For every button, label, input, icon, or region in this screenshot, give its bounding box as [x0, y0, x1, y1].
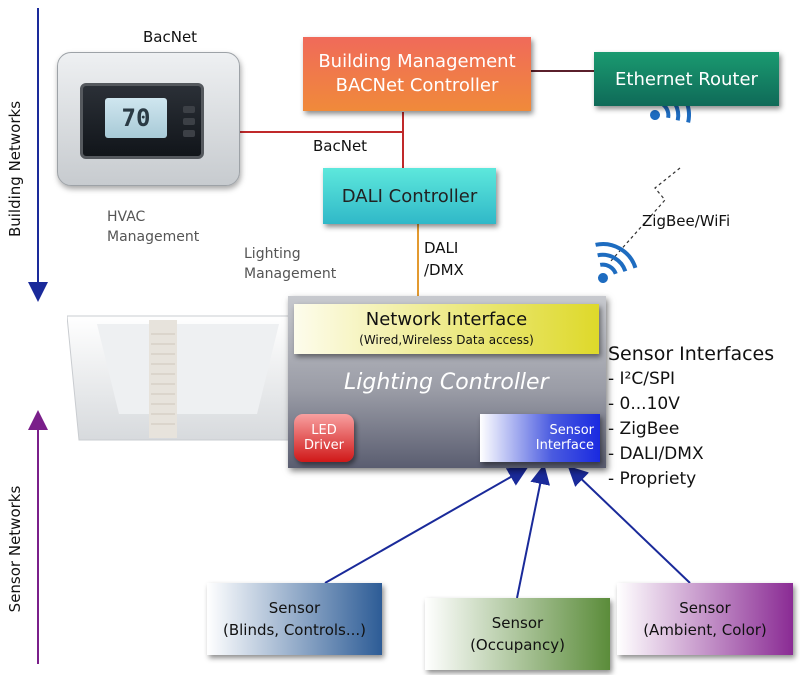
- lighting-management-label: Lighting Management: [244, 246, 337, 282]
- bacnet-top-label: BacNet: [143, 28, 198, 46]
- lighting-controller-title: Lighting Controller: [344, 370, 549, 395]
- sensor-interfaces-list: Sensor Interfaces - I²C/SPI - 0...10V - …: [608, 341, 774, 492]
- sensor-arrow-1: [324, 467, 529, 584]
- sensor-interface-box: Sensor Interface: [480, 414, 600, 462]
- interface-item: - DALI/DMX: [608, 444, 704, 464]
- hvac-management-label: HVAC Management: [107, 209, 200, 245]
- interface-item: - Propriety: [608, 469, 697, 489]
- sensor-arrow-2: [516, 464, 551, 599]
- lighting-controller-box: Network Interface (Wired,Wireless Data a…: [288, 296, 606, 468]
- sensor-blinds-box: Sensor (Blinds, Controls...): [207, 583, 382, 655]
- interface-item: - 0...10V: [608, 394, 680, 414]
- thermostat-image: 70: [57, 52, 240, 186]
- light-fixture-image: [67, 315, 309, 441]
- sensor-arrow-3: [567, 465, 691, 584]
- dali-controller-box: DALI Controller: [323, 168, 496, 224]
- dali-dmx-label: DALI /DMX: [424, 239, 464, 279]
- bms-controller-box: Building Management BACNet Controller: [303, 37, 531, 111]
- led-driver-box: LED Driver: [294, 414, 354, 462]
- sensor-interfaces-heading: Sensor Interfaces: [608, 343, 775, 365]
- bacnet-link-label: BacNet: [313, 137, 368, 155]
- interface-item: - ZigBee: [608, 419, 680, 439]
- network-interface-box: Network Interface (Wired,Wireless Data a…: [294, 304, 599, 354]
- sensor-occupancy-box: Sensor (Occupancy): [425, 598, 610, 670]
- ethernet-router-box: Ethernet Router: [594, 52, 779, 106]
- wifi-icon-bottom: [595, 242, 638, 283]
- interface-item: - I²C/SPI: [608, 369, 676, 389]
- sensor-ambient-box: Sensor (Ambient, Color): [617, 583, 793, 655]
- thermostat-display: 70: [105, 98, 167, 138]
- building-networks-label: Building Networks: [6, 100, 24, 238]
- zigbee-wifi-label: ZigBee/WiFi: [642, 212, 731, 230]
- sensor-networks-label: Sensor Networks: [6, 485, 24, 613]
